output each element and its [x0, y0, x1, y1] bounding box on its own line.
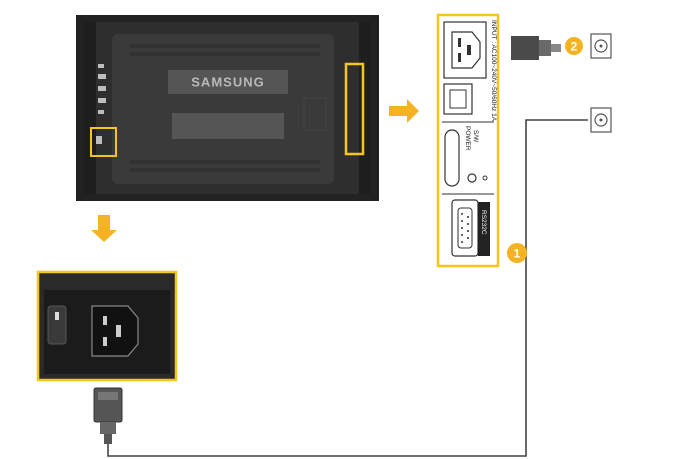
power-cord-plug: [93, 387, 123, 444]
ac-inlet-outline: [443, 21, 487, 79]
brand-logo: SAMSUNG: [191, 75, 264, 90]
left-bracket: [84, 22, 96, 194]
step-badge-1-number: 1: [514, 247, 521, 261]
closeup-ac-pin: [103, 316, 107, 325]
closeup-power-switch: [47, 305, 67, 345]
ac-inlet-socket: [451, 31, 481, 69]
rs232c-label-background: [478, 202, 490, 256]
wall-outlet-bottom: [590, 107, 612, 133]
plug-grip: [98, 392, 118, 400]
handle-plate: [172, 113, 284, 139]
outlet-socket: [594, 39, 608, 53]
left-port-column: [96, 64, 106, 144]
step-badge-2: [565, 37, 583, 55]
closeup-switch-mark: [55, 312, 59, 320]
outlet-hole: [599, 118, 603, 122]
panel-indicator: [467, 173, 477, 183]
plug-prongs: [551, 44, 561, 52]
power-switch-outline: [443, 83, 473, 115]
ac-inlet-pin: [467, 45, 471, 55]
closeup-ac-pin: [116, 325, 121, 337]
power-area-highlight: [90, 127, 117, 157]
rs232c-label: RS232C: [480, 210, 487, 235]
right-arrow: [389, 99, 419, 123]
power-area-closeup: [36, 270, 178, 382]
plug-collar: [539, 40, 551, 56]
power-switch-label-line1: POWER: [464, 126, 471, 151]
closeup-ac-pin: [103, 337, 107, 346]
power-switch-label-line2: S/W: [472, 130, 479, 143]
vent-grille: [130, 44, 320, 172]
down-arrow: [91, 215, 117, 242]
switch-slot: [444, 129, 460, 187]
power-switch-rocker: [449, 89, 467, 109]
wall-outlet-top: [511, 33, 612, 60]
plug-strain-relief: [100, 422, 116, 434]
plug-neck: [104, 434, 112, 444]
panel-area-highlight: [344, 62, 365, 156]
power-cable: [107, 119, 588, 457]
plug-head: [511, 36, 539, 60]
ac-inlet-pin: [458, 38, 461, 47]
rs232c-socket: [457, 207, 473, 249]
closeup-ac-inlet: [91, 305, 139, 357]
outlet-hole: [599, 44, 603, 48]
outlet-socket: [594, 113, 608, 127]
logo-plate: [168, 70, 288, 94]
rs232c-pins: [461, 213, 469, 243]
ac-inlet-pin: [458, 53, 461, 62]
input-rating-label: INPUT : AC100~240V~50/60Hz 1A: [490, 20, 497, 122]
panel-screw: [482, 175, 488, 181]
rear-mount: [303, 97, 327, 131]
step-badge-2-number: 2: [571, 40, 578, 54]
step-badge-1: [507, 243, 527, 263]
right-bracket: [359, 22, 371, 194]
connector-panel-closeup: INPUT : AC100~240V~50/60Hz 1A POWER S/W …: [436, 13, 500, 268]
monitor-rear-view: SAMSUNG: [76, 15, 379, 201]
